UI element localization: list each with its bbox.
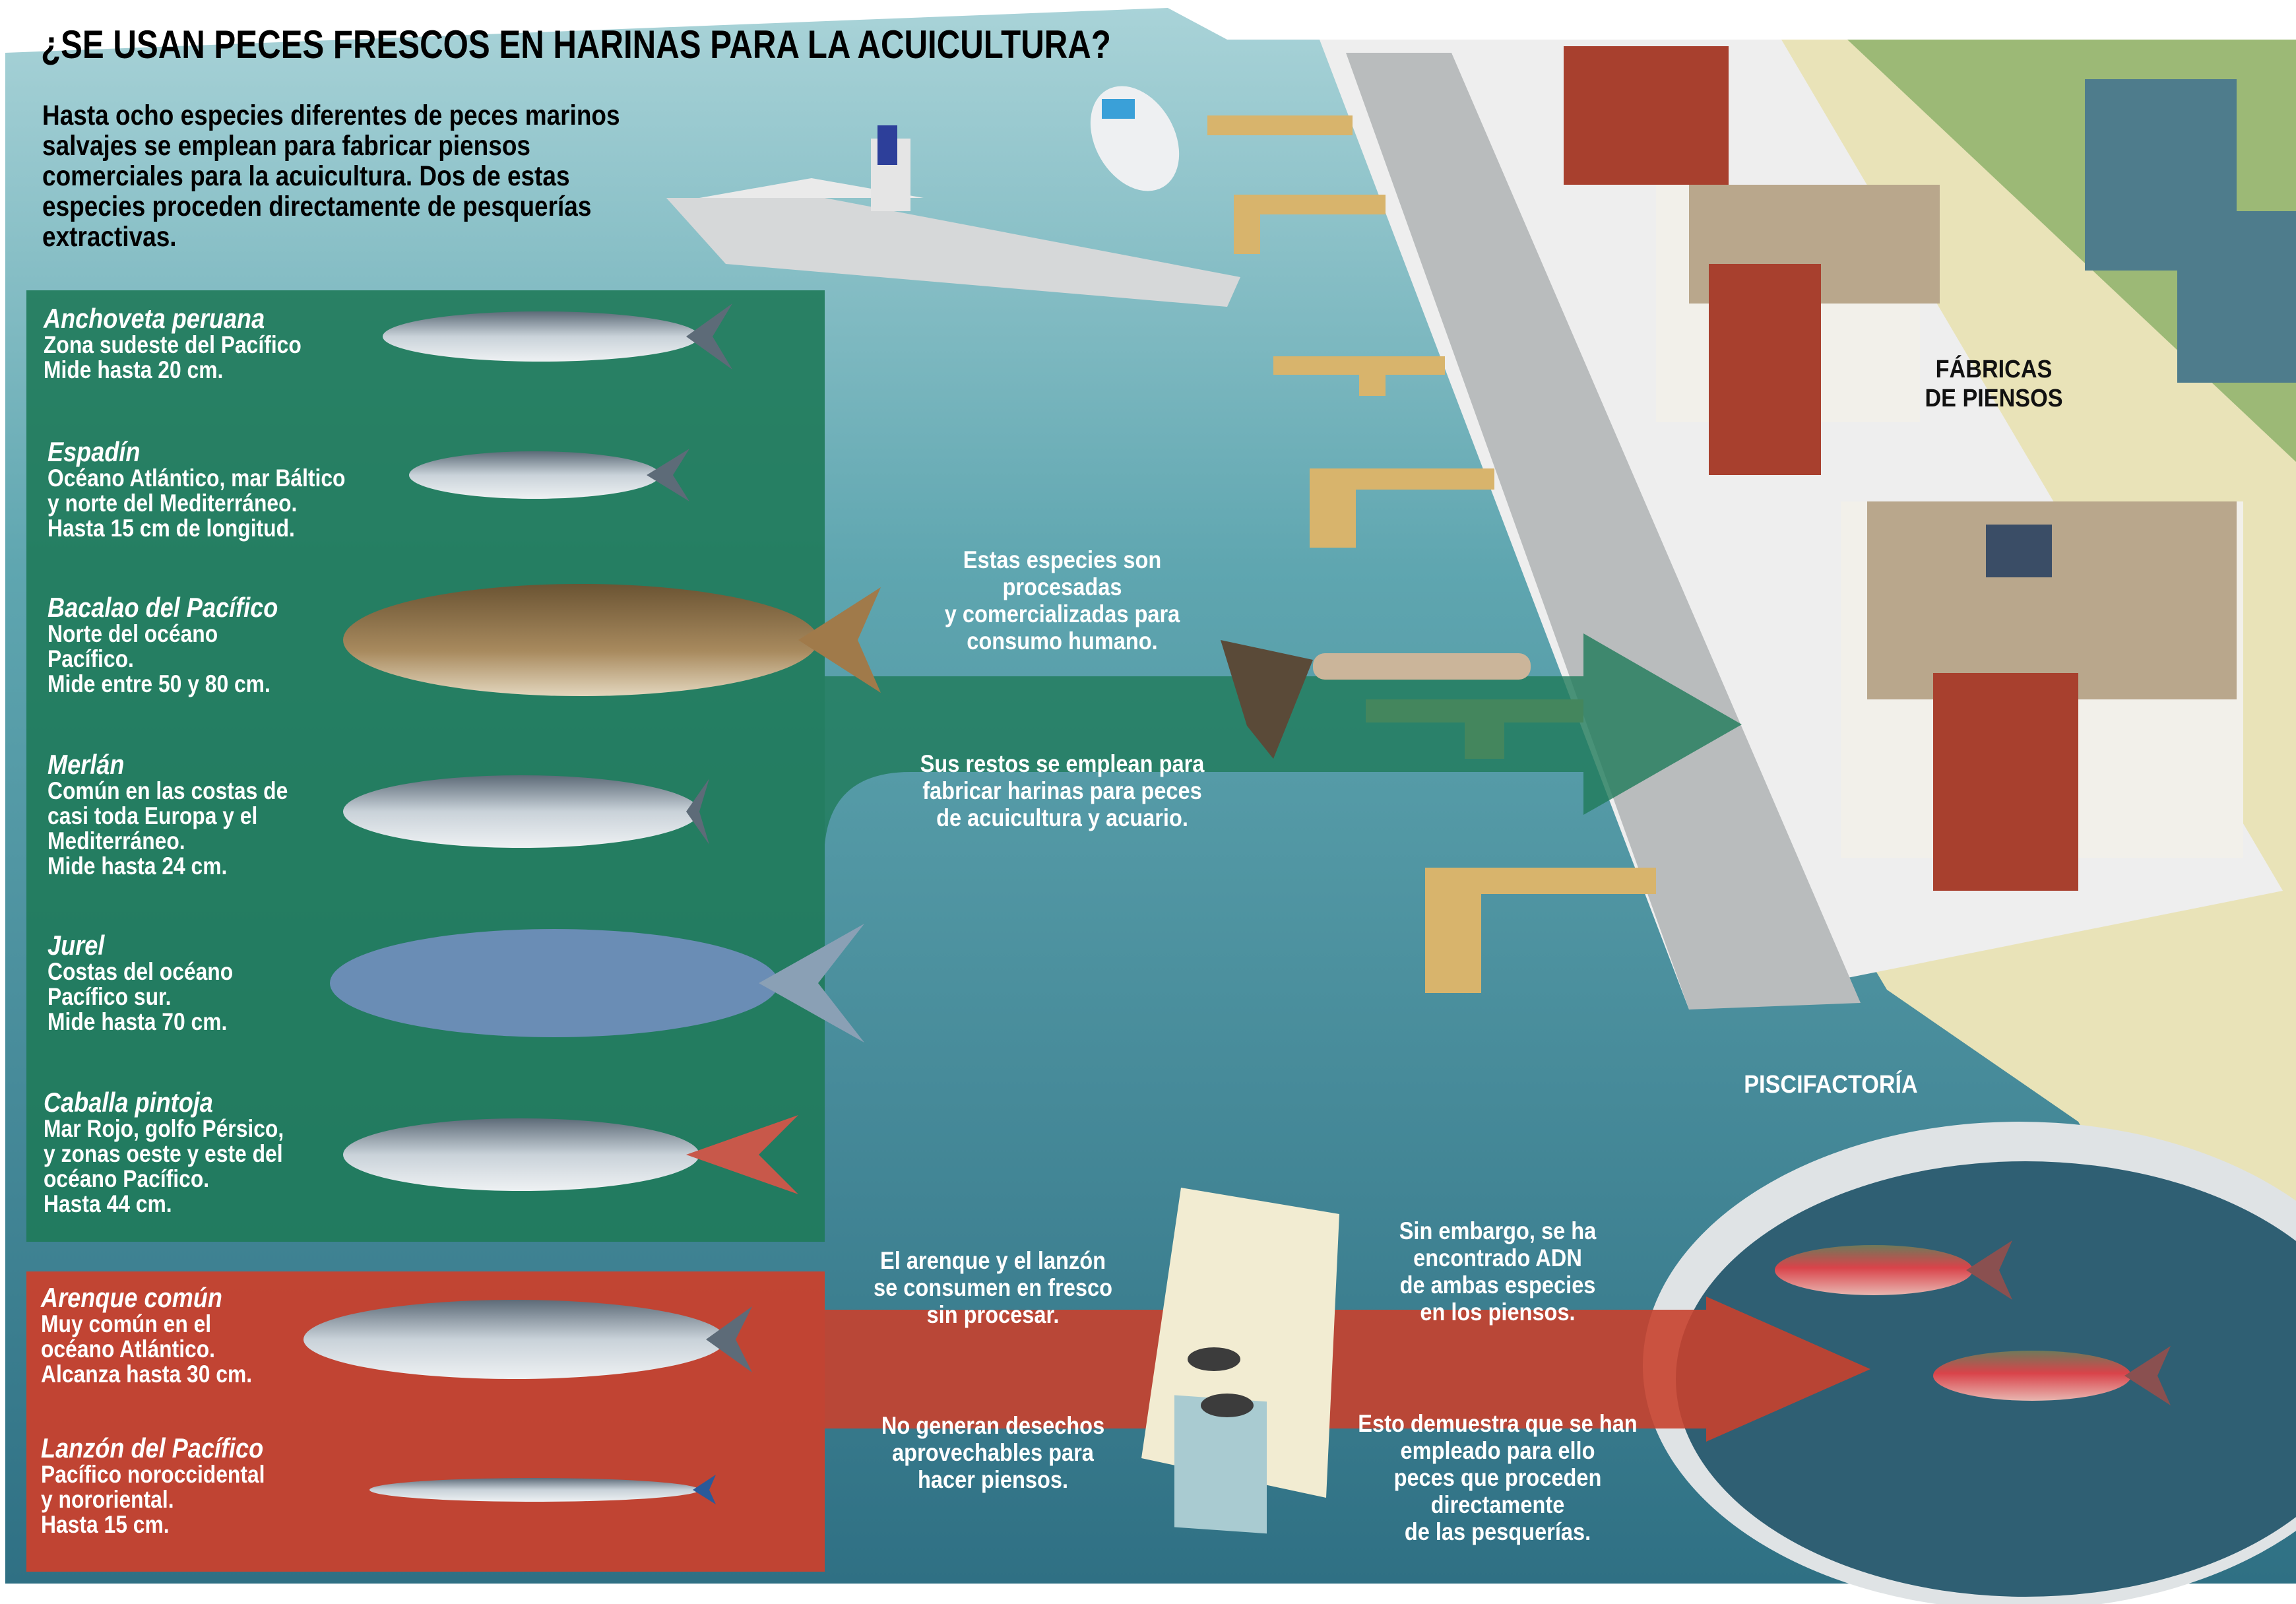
note-proof: Esto demuestra que se han empleado para … (1358, 1410, 1638, 1545)
fish-illustrations (303, 304, 2171, 1504)
factory-buildings (1564, 46, 2296, 891)
species-anchoveta: Anchoveta peruana Zona sudeste del Pacíf… (44, 303, 302, 383)
species-espadin: Espadín Océano Atlántico, mar Báltico y … (48, 436, 346, 542)
factories-label: FÁBRICAS DE PIENSOS (1925, 356, 2063, 412)
processed-species-panel (26, 290, 825, 1242)
species-arenque: Arenque común Muy común en el océano Atl… (41, 1282, 253, 1388)
note-dna: Sin embargo, se ha encontrado ADN de amb… (1399, 1217, 1597, 1326)
species-bacalao: Bacalao del Pacífico Norte del océano Pa… (48, 592, 278, 697)
intro-text: Hasta ocho especies diferentes de peces … (42, 100, 620, 253)
fish-farm-label: PISCIFACTORÍA (1744, 1071, 1918, 1099)
note-remains: Sus restos se emplean para fabricar hari… (920, 750, 1205, 831)
fishing-ship (666, 125, 1240, 307)
fish-skeleton (1221, 640, 1531, 759)
feed-bag (1141, 1188, 1339, 1534)
note-fresh: El arenque y el lanzón se consumen en fr… (874, 1247, 1112, 1328)
note-processed: Estas especies son procesadas y comercia… (944, 546, 1180, 655)
red-arrow (825, 1297, 1870, 1442)
green-arrow (825, 633, 1742, 845)
note-no-waste: No generan desechos aprovechables para h… (881, 1412, 1105, 1493)
species-lanzon: Lanzón del Pacífico Pacífico noroccident… (41, 1432, 265, 1538)
species-jurel: Jurel Costas del océano Pacífico sur. Mi… (48, 930, 234, 1035)
species-caballa: Caballa pintoja Mar Rojo, golfo Pérsico,… (44, 1087, 284, 1217)
page-title: ¿SE USAN PECES FRESCOS EN HARINAS PARA L… (41, 22, 1111, 67)
small-boat (1090, 86, 1180, 191)
species-merlan: Merlán Común en las costas de casi toda … (48, 749, 288, 880)
